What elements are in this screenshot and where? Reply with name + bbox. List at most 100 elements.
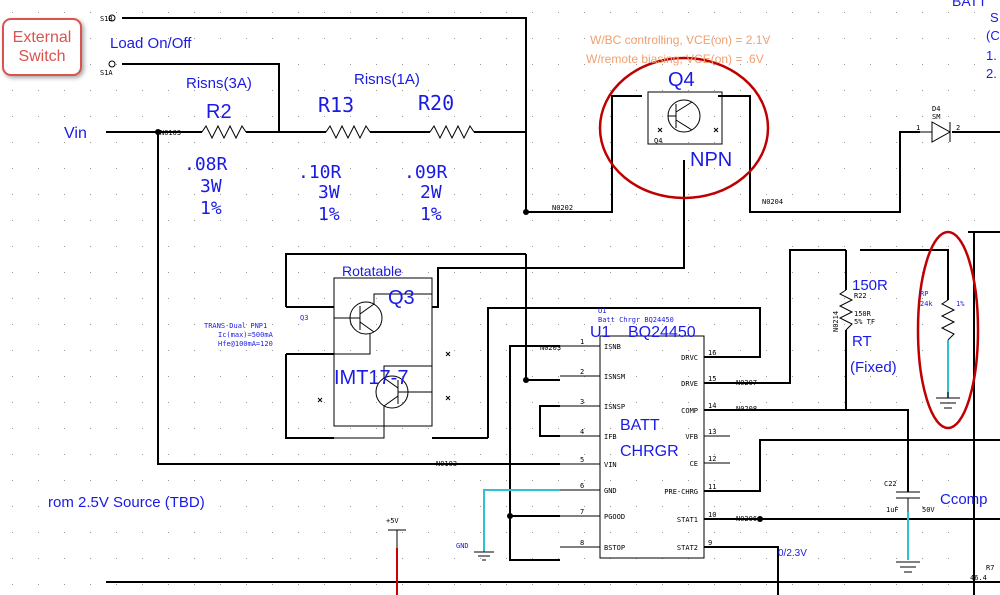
u1-pin-number: 9 [708, 539, 712, 547]
u1-pin-name: ISNSP [604, 403, 625, 411]
u1-pin-number: 10 [708, 511, 716, 519]
remote-note: W/remote biasing, VCE(on) = .6V [586, 52, 764, 66]
u1-center-2: CHRGR [620, 443, 679, 460]
r13-tolerance: 1% [318, 204, 340, 225]
q4-ref: Q4 [668, 69, 695, 91]
d4-part: SM [932, 113, 940, 121]
net-s1b: S1B [100, 15, 113, 23]
net-n0208: N0208 [736, 405, 757, 413]
u1-pin-name: ISNB [604, 343, 621, 351]
r2-tolerance: 1% [200, 198, 222, 219]
d4-pin2: 2 [956, 124, 960, 132]
u1-small-ref: U1 [598, 307, 606, 315]
partial-right-3: 1. [986, 48, 997, 63]
gnd-symbol-u1 [474, 551, 494, 561]
r22-spec: 5% TF [854, 318, 875, 326]
u1-pin-number: 3 [580, 398, 584, 406]
u1-pin-number: 7 [580, 508, 584, 516]
r2-power: 3W [200, 176, 222, 197]
u1-ic-symbol [560, 335, 730, 559]
u1-part: BQ24450 [628, 324, 696, 341]
u1-pin-name: PRE-CHRG [664, 488, 698, 496]
gnd-symbol-rp [936, 392, 960, 409]
r22-rt: RT [852, 333, 872, 350]
d4-ref: D4 [932, 105, 940, 113]
u1-pin-name: CE [690, 460, 698, 468]
r7-ref: R7 [986, 564, 994, 572]
u1-pin-name: PGOOD [604, 513, 625, 521]
r22-symbol [838, 289, 854, 331]
partial-voltage: 0/2.3V [778, 548, 807, 559]
r2-group-label: Risns(3A) [186, 75, 252, 92]
partial-right-4: 2. [986, 66, 997, 81]
u1-pin-number: 12 [708, 455, 716, 463]
u1-pin-number: 4 [580, 428, 584, 436]
net-n0103-bottom: N0103 [436, 460, 457, 468]
u1-ref: U1 [590, 324, 611, 341]
u1-pin-number: 6 [580, 482, 584, 490]
rp-ref: RP [920, 290, 928, 298]
load-switch-label: Load On/Off [110, 35, 192, 52]
u1-pin-name: GND [604, 487, 617, 495]
u1-pin-name: VIN [604, 461, 617, 469]
r2-value: .08R [184, 154, 228, 175]
callout-line-2: Switch [18, 48, 66, 65]
net-n0103-top: N0103 [160, 129, 181, 137]
bc-note: W/BC controlling, VCE(on) = 2.1V [590, 33, 770, 47]
q3-caption: Rotatable [342, 263, 402, 279]
u1-pin-name: IFB [604, 433, 617, 441]
batt-partial: BATT [952, 0, 987, 9]
r13-group-label: Risns(1A) [354, 71, 420, 88]
partial-right-2: (C [986, 28, 1000, 43]
d4-diode-symbol [920, 121, 952, 143]
r20-power: 2W [420, 182, 442, 203]
net-n0203: N0203 [540, 344, 561, 352]
rp-symbol [940, 299, 956, 341]
u1-pin-name: ISNSM [604, 373, 625, 381]
u1-pin-name: DRVE [681, 380, 698, 388]
u1-pin-number: 5 [580, 456, 584, 464]
u1-pin-number: 11 [708, 483, 716, 491]
q3-desc-2: Ic(max)=500mA [218, 331, 274, 339]
resistor-r20-symbol [429, 124, 475, 140]
u1-pin-name: COMP [681, 407, 698, 415]
q4-type: NPN [690, 149, 732, 171]
d4-pin1: 1 [916, 124, 920, 132]
q4-small-ref: Q4 [654, 137, 662, 145]
u1-pin-number: 8 [580, 539, 584, 547]
rp-highlight-ellipse [916, 230, 980, 430]
ccomp-label: Ccomp [940, 491, 988, 508]
u1-pin-number: 14 [708, 402, 716, 410]
source-note: rom 2.5V Source (TBD) [48, 494, 205, 511]
u1-pin-name: BSTOP [604, 544, 625, 552]
r7-value: 46.4 [970, 574, 987, 582]
q3-desc-3: Hfe@100mA=120 [218, 340, 273, 348]
c22-ref: C22 [884, 480, 897, 488]
p5v-label: +5V [386, 517, 399, 525]
q3-ref: Q3 [388, 287, 415, 309]
u1-desc: Batt Chrgr BQ24450 [598, 316, 674, 324]
net-s1a: S1A [100, 69, 113, 77]
wires [106, 17, 1000, 595]
gnd-symbol-c22 [896, 561, 920, 573]
r13-value: .10R [298, 162, 342, 183]
vin-label: Vin [64, 125, 87, 142]
r13-ref: R13 [318, 93, 354, 117]
q4-transistor-symbol [647, 91, 723, 145]
gnd-wire [483, 489, 560, 552]
r20-value: .09R [404, 162, 448, 183]
callout-line-1: External [12, 29, 72, 46]
u1-pin-number: 15 [708, 375, 716, 383]
q3-desc-1: TRANS-Dual PNP1 [204, 322, 267, 330]
resistor-r13-symbol [325, 124, 371, 140]
u1-pin-name: STAT1 [677, 516, 698, 524]
net-n0202: N0202 [552, 204, 573, 212]
r20-ref: R20 [418, 91, 454, 115]
r22-value: 150R [854, 310, 872, 318]
u1-pin-name: DRVC [681, 354, 698, 362]
p5v-symbol [388, 529, 406, 548]
external-switch-callout: External Switch [2, 18, 82, 76]
net-n0206: N0206 [736, 515, 757, 523]
